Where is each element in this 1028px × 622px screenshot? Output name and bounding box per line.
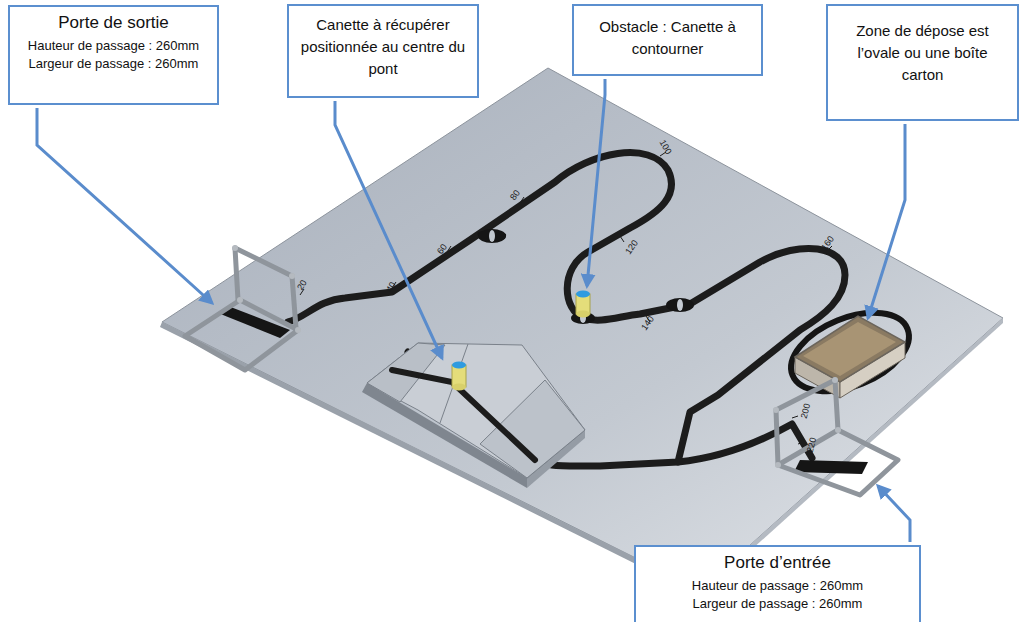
track-distance-mark: 100	[657, 138, 673, 156]
track-distance-mark: 80	[508, 188, 522, 202]
board-edge	[160, 322, 700, 596]
callout-box: Obstacle : Canette à contourner	[572, 4, 763, 76]
drop-oval	[780, 297, 920, 406]
track-distance-mark: 160	[819, 234, 836, 252]
track-distance-mark: 40	[384, 280, 398, 294]
leader-line	[37, 79, 910, 542]
callout-text: Zone de dépose est l’ovale ou une boîte …	[836, 20, 1009, 85]
callout-box: Porte de sortieHauteur de passage : 260m…	[8, 5, 219, 105]
track-distance-mark: 60	[435, 242, 449, 256]
callout-heading: Porte de sortie	[18, 12, 209, 34]
track-distance-mark: 140	[639, 314, 656, 332]
line-marker	[477, 229, 694, 324]
track-distance-mark: 120	[623, 238, 640, 256]
callout-text: Hauteur de passage : 260mm Largeur de pa…	[680, 577, 875, 612]
callout-box: Canette à récupérer positionnée au centr…	[287, 4, 479, 98]
callout-text: Canette à récupérer positionnée au centr…	[297, 14, 469, 79]
track-distance-mark: 20	[295, 278, 309, 292]
callout-text: Hauteur de passage : 260mm Largeur de pa…	[18, 37, 209, 72]
board	[162, 68, 1003, 590]
entry-gate	[773, 377, 898, 495]
callout-text: Obstacle : Canette à contourner	[588, 16, 748, 60]
callout-box: Porte d’entréeHauteur de passage : 260mm…	[634, 545, 921, 622]
callout-heading: Porte d’entrée	[644, 552, 911, 574]
track-distance-mark: 220	[805, 436, 819, 453]
carton-box	[795, 316, 905, 398]
callout-box: Zone de dépose est l’ovale ou une boîte …	[826, 4, 1019, 121]
can	[452, 291, 590, 391]
exit-gate	[185, 245, 301, 370]
track-distance-mark: 200	[799, 402, 813, 419]
ramp-bridge	[362, 343, 585, 488]
